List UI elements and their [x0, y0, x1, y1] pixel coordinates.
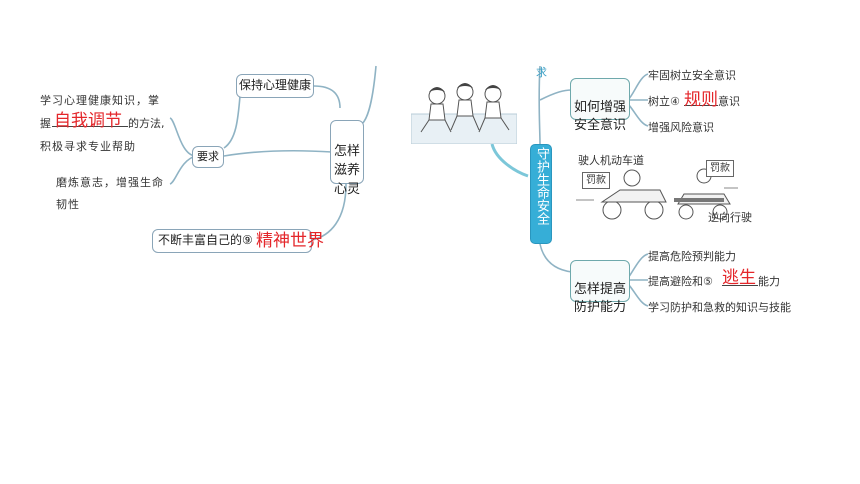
nourish-label: 怎样 滋养 心灵 [333, 144, 360, 197]
leaf5-suffix: 能力 [758, 275, 780, 288]
strengthen-node: 如何增强 安全意识 [570, 78, 630, 133]
top-fragment-label: 求 [536, 66, 547, 79]
leaf2-answer: 规则 [684, 90, 718, 110]
leaf2-blank [684, 105, 718, 106]
req-item1-line1: 学习心理健康知识，掌 [40, 94, 160, 107]
req-item1-answer: 自我调节 [54, 111, 122, 131]
illustration-caption-bottom: 逆向行驶 [708, 211, 752, 224]
req-item1-line3: 积极寻求专业帮助 [40, 140, 136, 153]
improve-node: 怎样提高 防护能力 [570, 260, 630, 315]
strengthen-leaf-3: 增强风险意识 [648, 121, 714, 134]
improve-leaf-3: 学习防护和急救的知识与技能 [648, 301, 791, 314]
enrich-node: 不断丰富自己的⑨ [152, 229, 312, 253]
keep-health-label: 保持心理健康 [238, 78, 311, 92]
improve-label: 怎样提高 防护能力 [573, 282, 626, 315]
traffic-illustration [574, 158, 742, 224]
req-item2-line1: 磨炼意志，增强生命 [56, 176, 164, 189]
leaf2-prefix: 树立④ [648, 95, 680, 108]
fine-sign-right: 罚款 [706, 160, 734, 177]
improve-leaf-2: 提高避险和⑤ [648, 273, 713, 289]
nourish-node: 怎样 滋养 心灵 [330, 120, 364, 197]
leaf5-answer: 逃生 [722, 268, 756, 288]
fine-sign-right-label: 罚款 [710, 163, 730, 174]
enrich-label: 不断丰富自己的⑨ [158, 233, 253, 247]
keep-health-node: 保持心理健康 [236, 74, 314, 98]
center-topic: 守护生命安全 [530, 144, 552, 244]
req-item2-line2: 韧性 [56, 198, 80, 211]
leaf2-suffix: 意识 [718, 95, 740, 108]
strengthen-leaf-1: 牢固树立安全意识 [648, 69, 736, 82]
children-illustration [410, 74, 518, 145]
center-topic-label: 守护生命安全 [534, 147, 549, 225]
req-item1-blank [52, 126, 128, 127]
fine-sign-left: 罚款 [582, 172, 610, 189]
strengthen-label: 如何增强 安全意识 [573, 100, 626, 133]
requirement-node: 要求 [192, 146, 224, 168]
req-item1-prefix: 握 [40, 117, 51, 130]
illustration-caption-top: 驶人机动车道 [578, 154, 644, 167]
fine-sign-left-label: 罚款 [586, 175, 606, 186]
req-item1-line2: 握 [40, 115, 51, 131]
requirement-label: 要求 [197, 150, 219, 163]
strengthen-leaf-2: 树立④ [648, 93, 680, 109]
req-item1-suffix: 的方法, [128, 117, 165, 130]
enrich-answer: 精神世界 [256, 231, 324, 251]
leaf5-prefix: 提高避险和⑤ [648, 275, 713, 288]
improve-leaf-1: 提高危险预判能力 [648, 250, 736, 263]
leaf5-blank [722, 285, 758, 286]
